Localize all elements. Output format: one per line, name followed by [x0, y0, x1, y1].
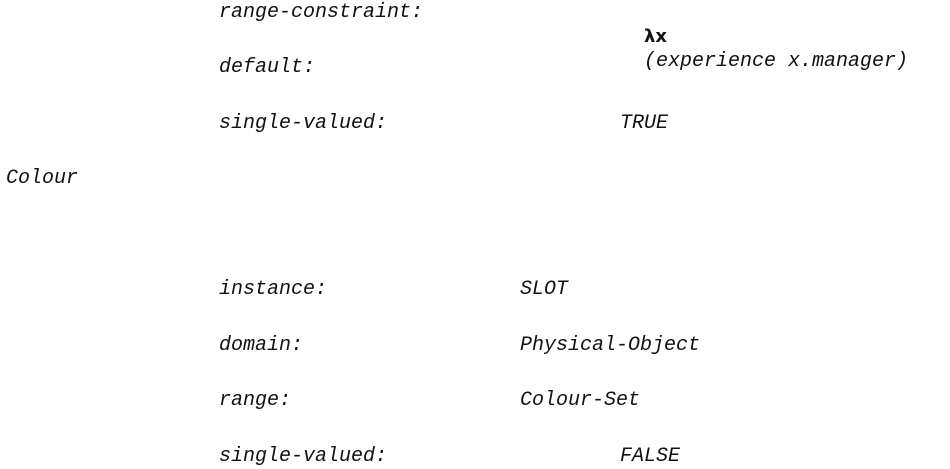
- range-constraint-value: λx (experience x.manager): [620, 1, 908, 74]
- slot-name-colour: Colour: [6, 167, 79, 190]
- single-valued-value-2: FALSE: [620, 445, 681, 468]
- range-constraint-label: range-constraint:: [219, 1, 424, 24]
- range-label: range:: [219, 389, 292, 412]
- domain-label: domain:: [219, 334, 304, 357]
- instance-label: instance:: [219, 278, 328, 301]
- lambda-symbol: λx: [644, 26, 668, 47]
- instance-value: SLOT: [520, 278, 569, 301]
- domain-value: Physical-Object: [520, 334, 701, 357]
- default-label: default:: [219, 56, 316, 79]
- range-constraint-expression: (experience x.manager): [644, 50, 909, 73]
- single-valued-label-1: single-valued:: [219, 112, 388, 135]
- single-valued-label-2: single-valued:: [219, 445, 388, 468]
- single-valued-value-1: TRUE: [620, 112, 669, 135]
- range-value: Colour-Set: [520, 389, 641, 412]
